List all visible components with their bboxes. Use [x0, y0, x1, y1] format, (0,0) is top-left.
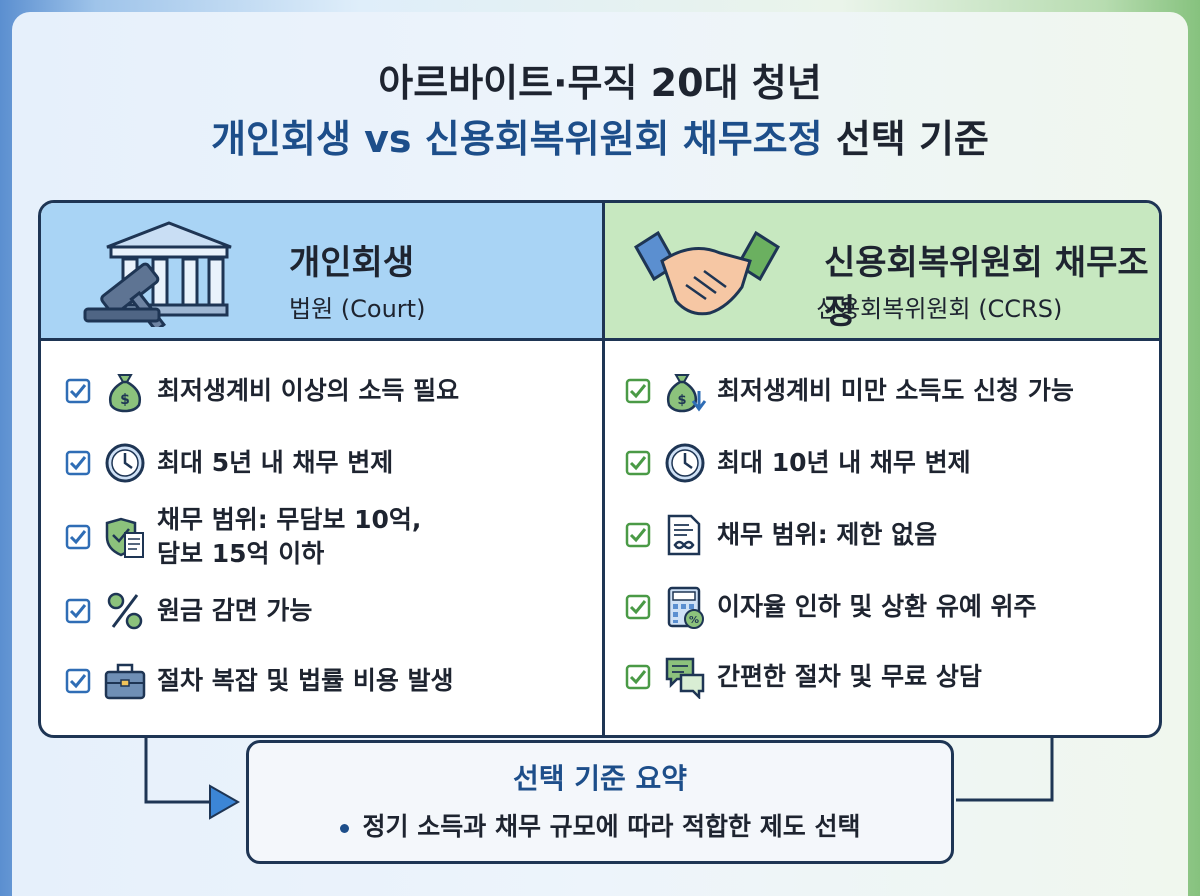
svg-text:$: $ — [120, 392, 130, 408]
right-subtitle: 신용회복위원회 (CCRS) — [816, 295, 1063, 323]
right-item-4-text: 이자율 인하 및 상환 유예 위주 — [717, 592, 1037, 621]
left-title: 개인회생 — [289, 243, 415, 283]
right-item-3-text: 채무 범위: 제한 없음 — [717, 520, 938, 549]
left-item-3-text-line2: 담보 15억 이하 — [157, 539, 325, 568]
right-item-4: % 이자율 인하 및 상환 유예 위주 — [625, 585, 1037, 629]
bullet-icon — [339, 823, 349, 833]
checkbox-icon — [65, 524, 91, 550]
left-item-1: $ 최저생계비 이상의 소득 필요 — [65, 369, 459, 413]
checkbox-icon — [65, 598, 91, 624]
left-item-1-text: 최저생계비 이상의 소득 필요 — [157, 376, 460, 405]
svg-text:%: % — [689, 615, 699, 626]
comparison-table: 개인회생 법원 (Court) 신용회복위원회 채무조정 신용회복위원회 (CC… — [38, 200, 1162, 738]
document-infinity-icon — [667, 514, 701, 556]
left-item-5: 절차 복잡 및 법률 비용 발생 — [65, 659, 454, 703]
money-bag-down-icon: $ — [666, 374, 707, 413]
checkbox-icon — [65, 450, 91, 476]
checkbox-icon — [625, 522, 651, 548]
left-item-3: 채무 범위: 무담보 10억, 담보 15억 이하 — [65, 503, 421, 571]
left-header: 개인회생 법원 (Court) — [41, 203, 602, 341]
left-item-2: 최대 5년 내 채무 변제 — [65, 441, 393, 485]
right-item-2-text: 최대 10년 내 채무 변제 — [717, 448, 971, 477]
money-bag-icon: $ — [109, 374, 141, 413]
chat-bubbles-icon — [665, 657, 705, 699]
checkbox-icon — [625, 594, 651, 620]
right-item-2: 최대 10년 내 채무 변제 — [625, 441, 971, 485]
summary-item: 정기 소득과 채무 규모에 따라 적합한 제도 선택 — [249, 807, 951, 843]
title-criteria: 선택 기준 — [835, 117, 989, 161]
right-item-1-text: 최저생계비 미만 소득도 신청 가능 — [717, 376, 1074, 405]
left-item-5-text: 절차 복잡 및 법률 비용 발생 — [157, 666, 454, 695]
right-item-3: 채무 범위: 제한 없음 — [625, 513, 937, 557]
left-item-4: 원금 감면 가능 — [65, 589, 312, 633]
handshake-icon — [633, 230, 781, 316]
page-title-line1: 아르바이트·무직 20대 청년 — [378, 61, 822, 105]
left-item-4-text: 원금 감면 가능 — [157, 596, 313, 625]
right-title: 신용회복위원회 채무조정 — [824, 243, 1149, 332]
percent-icon — [107, 592, 143, 630]
summary-box: 선택 기준 요약 정기 소득과 채무 규모에 따라 적합한 제도 선택 — [246, 740, 954, 864]
calculator-icon: % — [667, 586, 704, 629]
clock-icon — [105, 443, 145, 483]
left-item-2-text: 최대 5년 내 채무 변제 — [157, 448, 394, 477]
clock-icon — [665, 443, 705, 483]
right-item-5: 간편한 절차 및 무료 상담 — [625, 655, 982, 699]
right-item-1: $ 최저생계비 미만 소득도 신청 가능 — [625, 369, 1074, 413]
left-subtitle: 법원 (Court) — [289, 295, 426, 323]
title-comparison: 개인회생 vs 신용회복위원회 채무조정 — [211, 117, 823, 161]
gavel-court-icon — [83, 221, 232, 327]
left-item-3-textblock: 채무 범위: 무담보 10억, 담보 15억 이하 — [147, 503, 421, 571]
checkbox-icon — [625, 378, 651, 404]
page-title-line2: 개인회생 vs 신용회복위원회 채무조정 선택 기준 — [0, 108, 1200, 163]
checkbox-icon — [625, 450, 651, 476]
arrow-right-icon — [209, 784, 241, 820]
checkbox-icon — [65, 378, 91, 404]
svg-text:$: $ — [677, 393, 686, 408]
column-divider — [602, 203, 605, 735]
left-item-3-text-line1: 채무 범위: 무담보 10억, — [157, 505, 422, 534]
summary-item-text: 정기 소득과 채무 규모에 따라 적합한 제도 선택 — [362, 812, 861, 841]
checkbox-icon — [625, 664, 651, 690]
right-item-5-text: 간편한 절차 및 무료 상담 — [717, 662, 982, 691]
briefcase-icon — [104, 663, 146, 700]
shield-document-icon — [105, 517, 144, 558]
right-header: 신용회복위원회 채무조정 신용회복위원회 (CCRS) — [602, 203, 1159, 341]
summary-title: 선택 기준 요약 — [512, 762, 688, 795]
checkbox-icon — [65, 668, 91, 694]
